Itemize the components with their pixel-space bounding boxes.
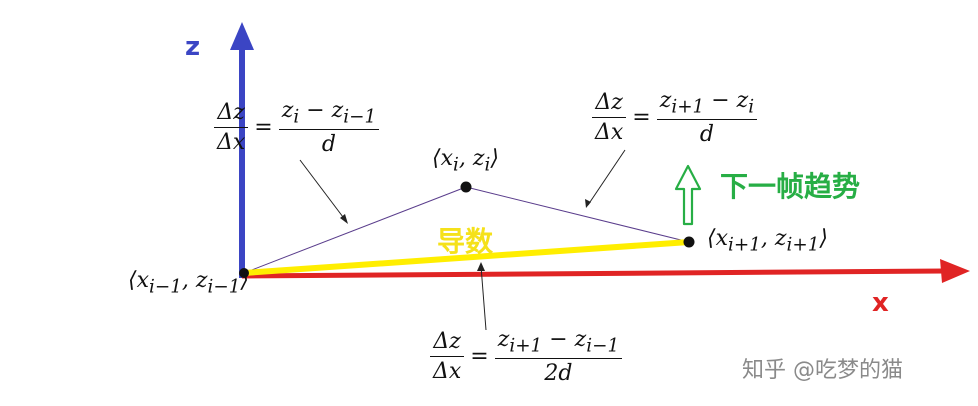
x-axis-arrowhead <box>940 259 970 283</box>
derivative-label: 导数 <box>437 225 494 258</box>
formula-right-lhs-den: Δx <box>595 120 624 146</box>
formula-bottom-rhs-num: zi+1 − zi−1 <box>494 327 623 360</box>
z-axis-label: z <box>185 32 201 62</box>
segment-left <box>243 186 467 274</box>
point-top-label: ⟨xi, zi⟩ <box>432 146 499 176</box>
formula-left-rhs-num: zi − zi−1 <box>278 98 380 131</box>
point-right-label: ⟨xi+1, zi+1⟩ <box>707 226 828 256</box>
formula-right-equals: = <box>632 105 651 131</box>
leader-right-arrowhead <box>585 199 591 208</box>
formula-left-lhs-num: Δz <box>214 100 248 129</box>
formula-right-rhs-num: zi+1 − zi <box>656 88 758 121</box>
formula-bottom-lhs-num: Δz <box>430 329 464 358</box>
point-top <box>460 181 472 193</box>
trend-up-arrow-icon <box>674 164 702 226</box>
derivative-line <box>243 239 690 276</box>
formula-left-rhs-den: d <box>321 132 336 158</box>
leader-left-arrowhead <box>340 214 348 224</box>
point-left <box>239 268 249 278</box>
leader-right <box>587 149 626 206</box>
formula-right-lhs-num: Δz <box>592 90 626 119</box>
leader-left <box>299 159 347 222</box>
formula-left-equals: = <box>254 115 273 141</box>
next-frame-trend-label: 下一帧趋势 <box>720 170 861 203</box>
watermark: 知乎 @吃梦的猫 <box>742 358 903 383</box>
z-axis-arrowhead <box>230 22 254 50</box>
x-axis-label: x <box>872 288 889 318</box>
formula-right-rhs-den: d <box>699 122 714 148</box>
leader-bottom <box>480 265 487 331</box>
formula-bottom-rhs-den: 2d <box>544 361 573 387</box>
segment-right <box>465 186 690 243</box>
formula-bottom-equals: = <box>470 344 489 370</box>
point-left-label: ⟨xi−1, zi−1⟩ <box>128 268 249 298</box>
formula-bottom-lhs-den: Δx <box>433 359 462 385</box>
formula-left-lhs-den: Δx <box>217 130 246 156</box>
point-right <box>683 236 695 248</box>
leader-bottom-arrowhead <box>477 262 485 271</box>
x-axis <box>241 268 946 279</box>
